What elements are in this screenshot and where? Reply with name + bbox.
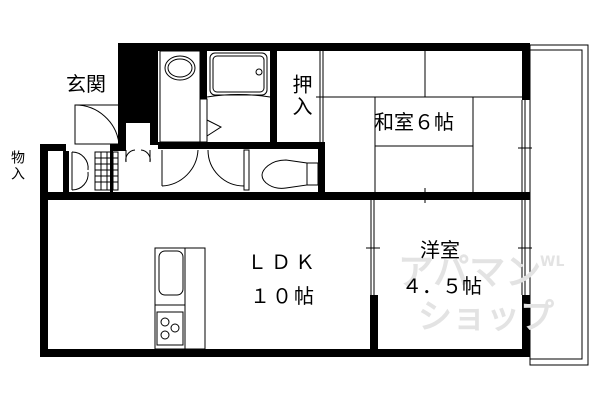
watermark-line2: ショップ bbox=[418, 297, 554, 337]
ldk-label: ＬＤＫ bbox=[247, 250, 319, 274]
japanese-room-label: 和室６帖 bbox=[374, 110, 454, 134]
watermark-line1: アパマン bbox=[398, 252, 542, 293]
storage-small-label: 物入 bbox=[9, 150, 25, 182]
closet-label: 押入 bbox=[289, 74, 313, 118]
thin-lines bbox=[65, 44, 589, 366]
western-room-size-label: ４．５帖 bbox=[402, 274, 482, 298]
walls bbox=[40, 43, 530, 357]
western-room-label: 洋室 bbox=[420, 238, 460, 262]
ldk-size-label: １０帖 bbox=[250, 284, 316, 308]
watermark-small: WL bbox=[540, 254, 565, 270]
entrance-label: 玄関 bbox=[66, 72, 106, 96]
